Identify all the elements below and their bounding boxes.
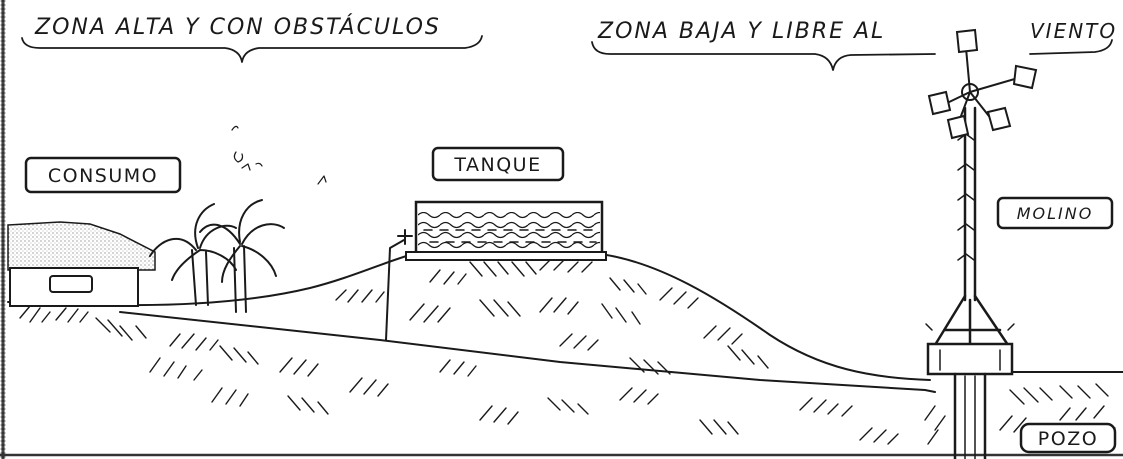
zone-high-brace xyxy=(21,35,483,63)
zone-low-label-end: VIENTO xyxy=(1030,19,1117,43)
left-border-texture xyxy=(0,0,6,459)
tank-base xyxy=(405,251,607,261)
house-roof xyxy=(7,221,156,271)
consumo-label: CONSUMO xyxy=(48,165,158,187)
palm-trees xyxy=(149,199,285,313)
molino-label: MOLINO xyxy=(1017,204,1094,223)
consumo-label-box: CONSUMO xyxy=(24,156,182,194)
house-wall xyxy=(9,267,139,307)
tank-water-dashes xyxy=(423,229,597,243)
tanque-label: TANQUE xyxy=(453,154,541,176)
house-window xyxy=(49,275,93,293)
windmill-blades xyxy=(927,28,1038,140)
tank-tap xyxy=(397,229,413,245)
zone-high-label: ZONA ALTA Y CON OBSTÁCULOS xyxy=(34,14,441,40)
windmill-pump-housing xyxy=(926,342,1014,376)
birds xyxy=(231,125,327,185)
house xyxy=(7,221,156,307)
windmill-tower xyxy=(963,106,977,302)
tank-water xyxy=(418,212,600,250)
tanque-label-box: TANQUE xyxy=(431,146,565,182)
pozo-label-box: POZO xyxy=(1019,422,1117,454)
windmill-pump-detail xyxy=(925,323,1015,371)
pozo-label: POZO xyxy=(1038,428,1098,450)
ground-hatching xyxy=(19,257,1116,447)
well-shaft xyxy=(953,372,987,459)
pipe-line xyxy=(119,311,936,393)
windmill-legs xyxy=(933,294,1010,347)
tank-pipe xyxy=(385,239,405,341)
windmill xyxy=(925,28,1038,376)
ground-surface xyxy=(7,253,931,381)
zone-low-brace xyxy=(591,39,1113,71)
water-tank xyxy=(405,200,607,261)
windmill-arms xyxy=(944,47,1019,125)
zone-low-label: ZONA BAJA Y LIBRE AL xyxy=(597,19,885,44)
molino-label-box: MOLINO xyxy=(996,196,1114,230)
